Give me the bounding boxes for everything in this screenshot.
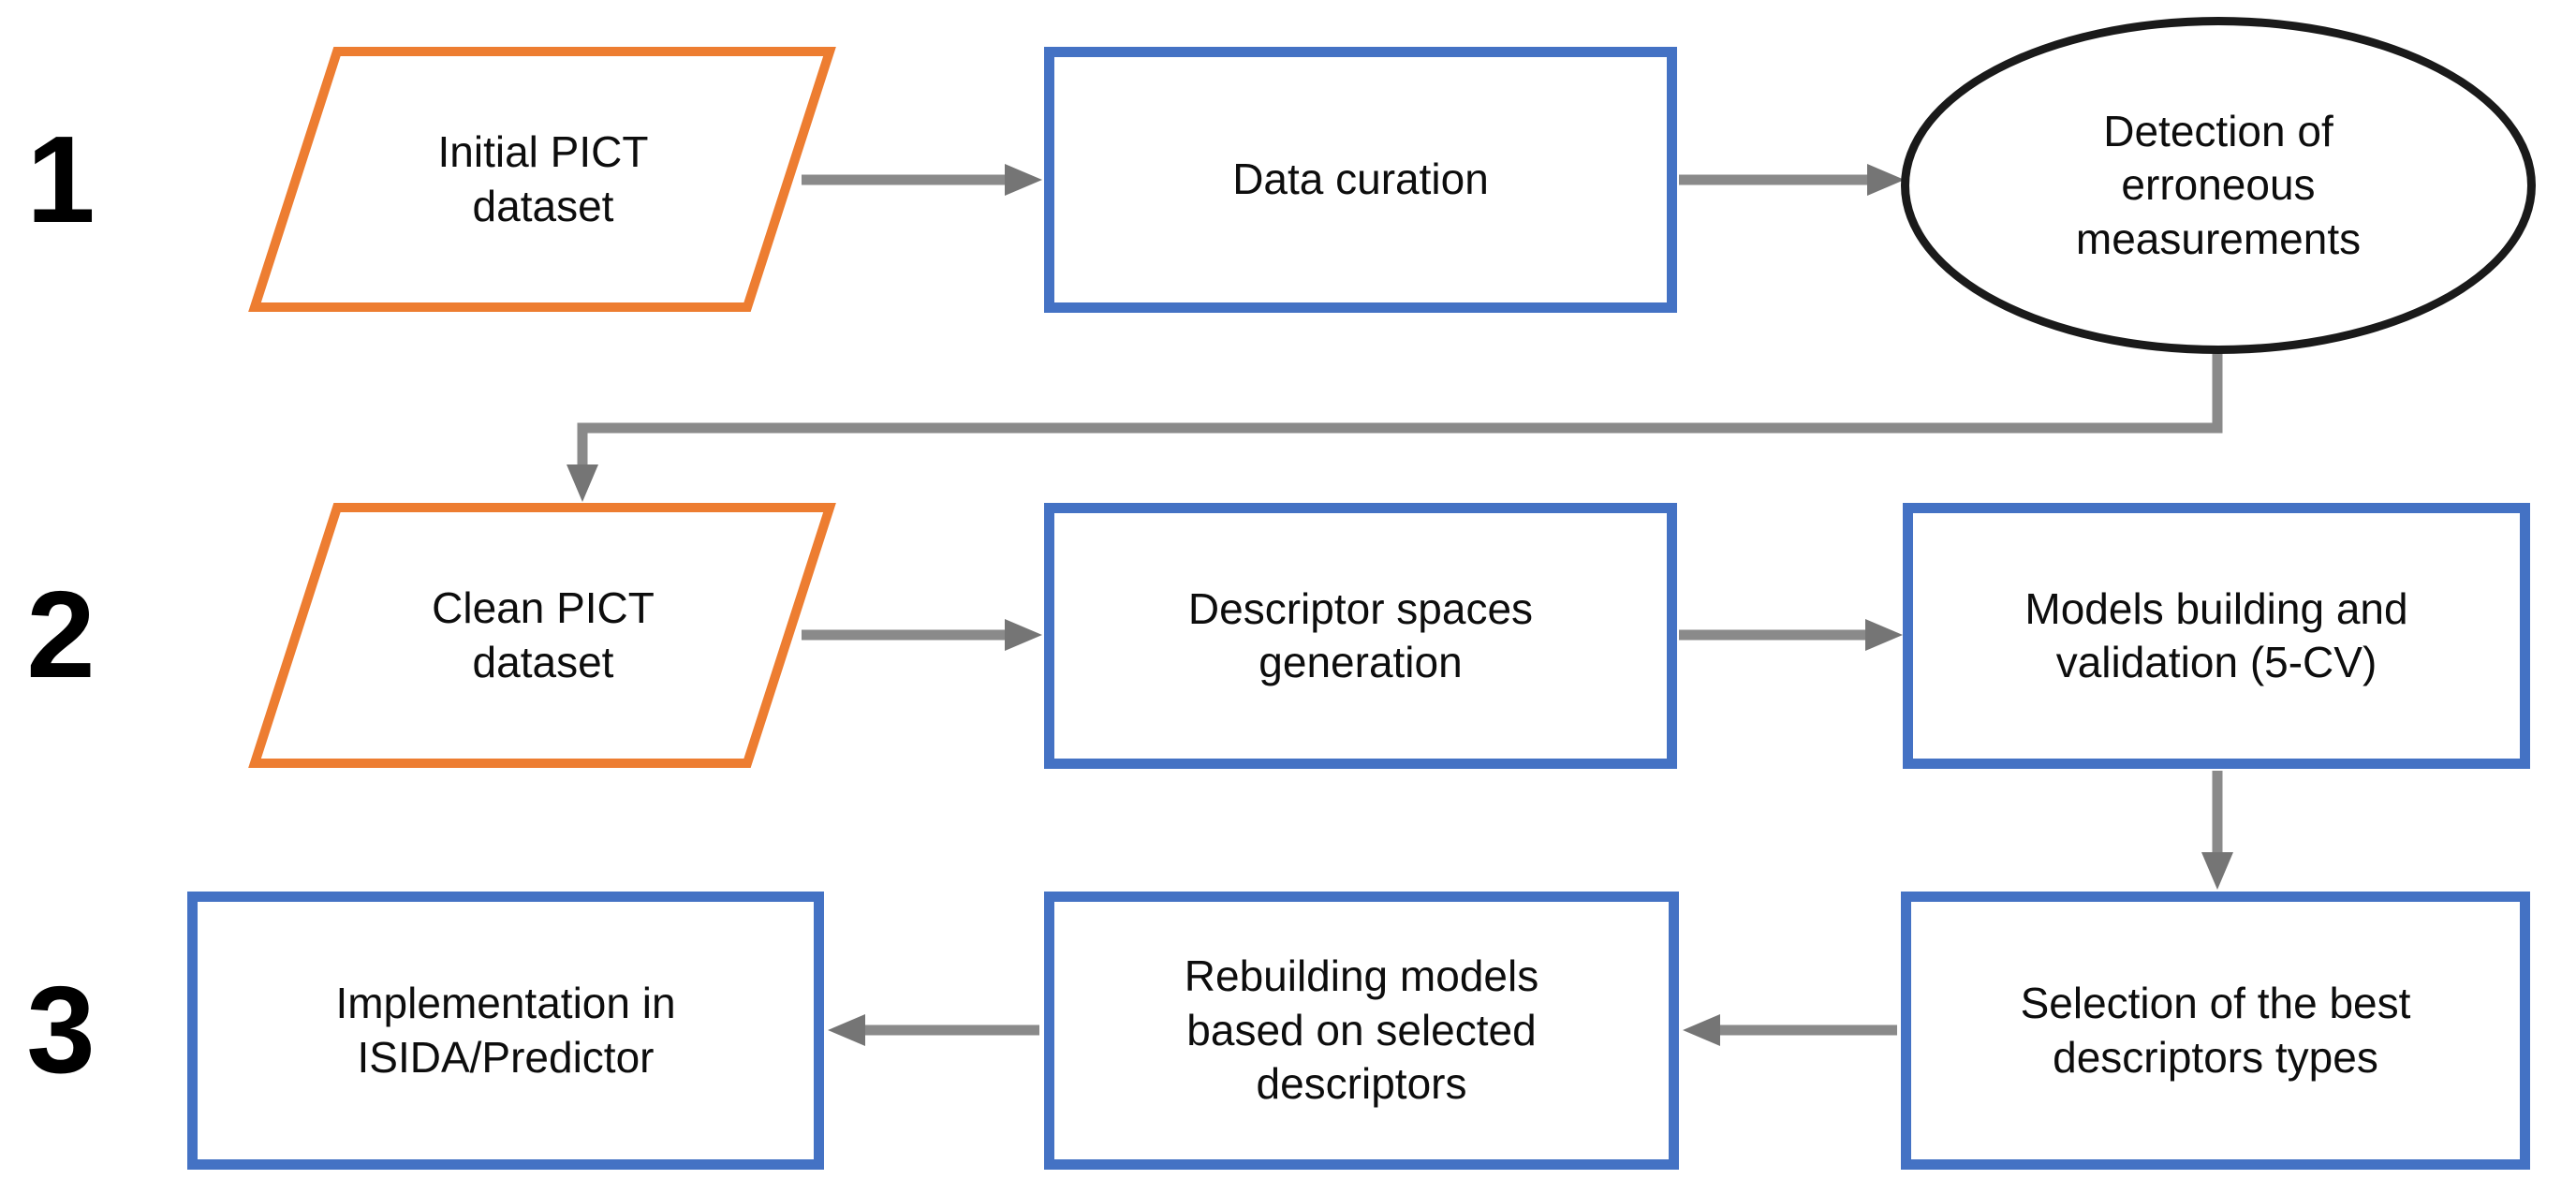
node-label-descriptor-spaces-generation: Descriptor spaces generation <box>1187 583 1534 687</box>
step-number-3: 3 <box>26 961 96 1098</box>
step-number-1: 1 <box>26 111 96 248</box>
node-selection-best-descriptors: Selection of the best descriptors types <box>1901 892 2530 1170</box>
arrow-models-to-selection-head <box>2201 852 2233 890</box>
arrow-initial-to-curation-head <box>1005 164 1042 196</box>
node-rebuilding-models: Rebuilding models based on selected desc… <box>1044 892 1679 1170</box>
node-initial-pict-dataset: Initial PICT dataset <box>309 52 777 307</box>
node-data-curation: Data curation <box>1044 47 1677 313</box>
node-label-clean-pict-dataset: Clean PICT dataset <box>432 583 655 686</box>
node-label-rebuilding-models: Rebuilding models based on selected desc… <box>1184 951 1539 1109</box>
node-label-selection-best-descriptors: Selection of the best descriptors types <box>2020 979 2411 1082</box>
parallelogram-initial-pict-dataset <box>248 47 836 312</box>
node-descriptor-spaces-generation: Descriptor spaces generation <box>1044 503 1677 769</box>
arrow-curation-to-detection-head <box>1867 164 1905 196</box>
node-models-building-validation: Models building and validation (5-CV) <box>1903 503 2530 769</box>
arrow-clean-to-descriptor-head <box>1005 619 1042 651</box>
node-label-implementation-isida-predictor: Implementation in ISIDA/Predictor <box>335 979 676 1082</box>
arrow-detection-to-clean-head <box>567 464 598 502</box>
node-label-initial-pict-dataset: Initial PICT dataset <box>437 127 649 230</box>
arrow-descriptor-to-models-head <box>1865 619 1903 651</box>
node-label-data-curation: Data curation <box>1232 155 1489 204</box>
node-clean-pict-dataset: Clean PICT dataset <box>309 508 777 763</box>
arrow-rebuilding-to-implementation-head <box>828 1014 865 1046</box>
node-label-detection-erroneous-measurements: Detection of erroneous measurements <box>2075 106 2362 263</box>
parallelogram-clean-pict-dataset <box>248 503 836 768</box>
node-detection-erroneous-measurements: Detection of erroneous measurements <box>1901 17 2536 354</box>
arrow-selection-to-rebuilding-head <box>1683 1014 1720 1046</box>
node-implementation-isida-predictor: Implementation in ISIDA/Predictor <box>187 892 824 1170</box>
step-number-2: 2 <box>26 566 96 703</box>
node-label-models-building-validation: Models building and validation (5-CV) <box>2024 583 2408 687</box>
arrow-detection-to-clean-elbow <box>577 352 2223 468</box>
